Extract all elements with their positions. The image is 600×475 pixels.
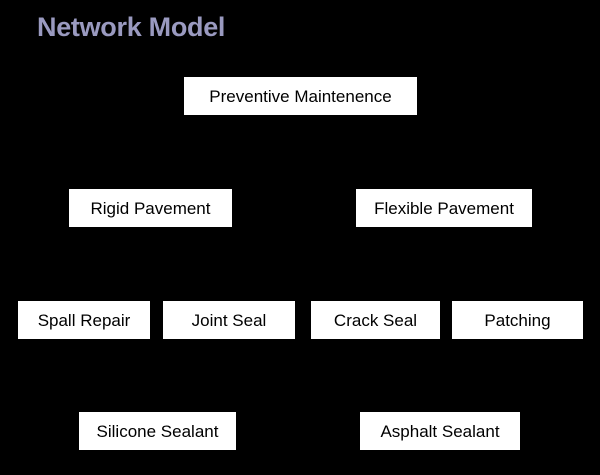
edge-7-across — [374, 374, 441, 377]
edge-4-across — [374, 263, 445, 265]
node-spall-repair[interactable]: Spall Repair — [18, 301, 150, 339]
edge-1-across — [299, 151, 445, 153]
node-patching[interactable]: Patching — [452, 301, 583, 339]
edge-6-down — [228, 339, 230, 376]
edge-1-down — [299, 115, 302, 152]
edge-2-across — [83, 263, 152, 265]
edge-3-across — [149, 263, 230, 265]
node-silicone-sealant[interactable]: Silicone Sealant — [79, 412, 236, 450]
edge-7-down — [374, 339, 377, 376]
edge-6-across — [156, 374, 230, 377]
edge-3-down — [149, 227, 152, 264]
node-flexible-pavement[interactable]: Flexible Pavement — [356, 189, 532, 227]
node-preventive-maintenence[interactable]: Preventive Maintenence — [184, 77, 417, 115]
edge-6-drop — [156, 375, 159, 412]
node-asphalt-sealant[interactable]: Asphalt Sealant — [360, 412, 520, 450]
page-title: Network Model — [37, 12, 226, 42]
edge-0-drop — [149, 152, 152, 189]
edge-1-drop — [443, 152, 445, 189]
edge-5-across — [443, 263, 519, 265]
edge-7-drop — [439, 375, 441, 412]
edge-5-down — [443, 227, 445, 264]
node-rigid-pavement[interactable]: Rigid Pavement — [69, 189, 232, 227]
node-crack-seal[interactable]: Crack Seal — [311, 301, 440, 339]
edge-3-drop — [228, 264, 230, 301]
edge-0-across — [149, 151, 302, 153]
node-joint-seal[interactable]: Joint Seal — [163, 301, 295, 339]
edge-4-drop — [374, 264, 377, 301]
edge-5-drop — [516, 264, 519, 301]
edge-2-drop — [83, 264, 85, 301]
